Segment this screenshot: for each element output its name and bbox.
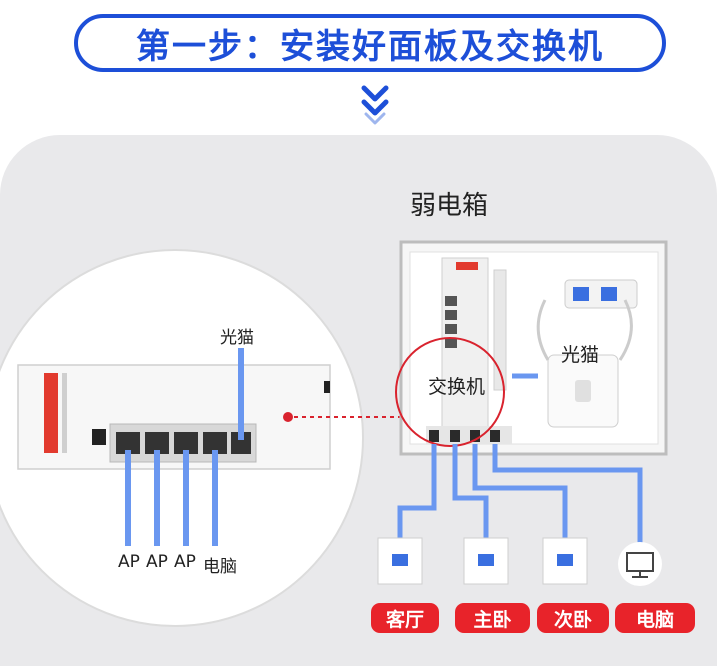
port-label: AP bbox=[174, 552, 196, 572]
monitor-icon bbox=[618, 542, 662, 586]
switch-label: 交换机 bbox=[428, 376, 486, 398]
room-label-living: 客厅 bbox=[371, 603, 439, 633]
box-title: 弱电箱 bbox=[410, 191, 489, 221]
modem-label-box: 光猫 bbox=[561, 344, 600, 366]
cables-zoom bbox=[125, 348, 244, 546]
modem-label-zoom: 光猫 bbox=[220, 328, 254, 348]
cables-rooms bbox=[397, 444, 643, 562]
room-label-computer: 电脑 bbox=[615, 603, 695, 633]
chevron-down-icon bbox=[361, 85, 389, 125]
port-label: AP bbox=[118, 552, 140, 572]
switch-highlight-circle bbox=[395, 337, 505, 447]
header-title: 第一步：安装好面板及交换机 bbox=[136, 26, 604, 67]
weak-current-box bbox=[399, 240, 668, 456]
port-label: 电脑 bbox=[203, 557, 237, 577]
wall-plates bbox=[377, 537, 588, 585]
room-label-master: 主卧 bbox=[455, 603, 530, 633]
room-label-second: 次卧 bbox=[537, 603, 609, 633]
header-banner: 第一步：安装好面板及交换机 bbox=[74, 14, 666, 72]
port-label: AP bbox=[146, 552, 168, 572]
